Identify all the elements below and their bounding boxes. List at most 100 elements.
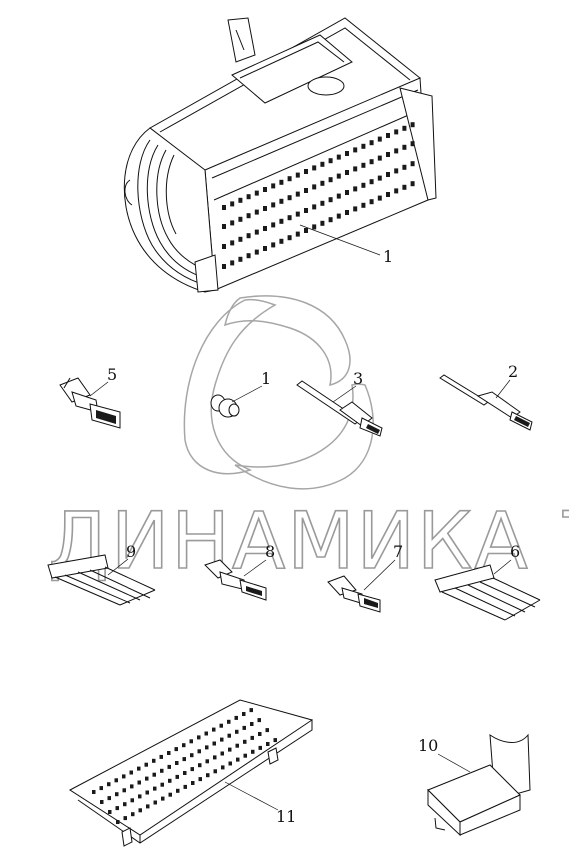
contact-cavity (263, 246, 267, 251)
contact-cavity (336, 173, 341, 179)
contact-cavity (410, 181, 415, 187)
contact-cavity (320, 161, 325, 167)
plate-hole (167, 751, 171, 755)
plate-hole (197, 749, 201, 754)
plate-hole (108, 810, 112, 814)
contact-cavity (271, 183, 276, 189)
plate-hole (116, 820, 120, 824)
plate-hole (99, 786, 103, 791)
contact-cavity (230, 260, 235, 266)
plate-hole (123, 816, 127, 821)
plate-hole (167, 764, 171, 769)
contact-cavity (222, 224, 226, 229)
plate-hole (138, 794, 142, 799)
contact-cavity (279, 238, 284, 244)
callout-5: 5 (107, 365, 117, 384)
contact-cavity (287, 215, 292, 221)
contact-cavity (402, 184, 407, 190)
plate-hole (176, 788, 180, 793)
callout-2: 2 (508, 362, 518, 381)
contact-cavity (320, 180, 325, 186)
part-11-carrier-plate (69, 699, 314, 847)
contact-cavity (304, 208, 308, 213)
plate-hole (258, 732, 262, 736)
part-2-pin (439, 374, 533, 431)
plate-hole (146, 804, 150, 809)
contact-cavity (328, 197, 333, 203)
plate-hole (137, 766, 141, 771)
contact-cavity (402, 125, 407, 131)
plate-hole (145, 776, 149, 781)
plate-hole (206, 773, 210, 778)
contact-cavity (361, 143, 366, 149)
plate-hole (212, 727, 216, 732)
contact-cavity (402, 164, 407, 170)
contact-cavity (328, 177, 333, 183)
plate-hole (205, 759, 209, 764)
plate-hole (198, 763, 202, 768)
contact-cavity (410, 122, 415, 128)
plate-hole (204, 731, 208, 736)
contact-cavity (394, 129, 399, 135)
plate-hole (114, 778, 118, 783)
plate-hole (160, 768, 164, 773)
contact-cavity (369, 199, 374, 205)
contact-cavity (394, 148, 399, 154)
contact-cavity (295, 231, 300, 237)
plate-hole (220, 737, 224, 742)
plate-hole (213, 769, 217, 774)
plate-hole (228, 747, 232, 752)
plate-hole (190, 767, 194, 772)
contact-cavity (410, 141, 415, 147)
part-10-latch (427, 733, 531, 837)
callout-9: 9 (126, 542, 136, 561)
contact-cavity (254, 249, 259, 255)
contact-cavity (361, 202, 366, 208)
plate-hole (190, 753, 194, 758)
contact-cavity (369, 159, 374, 165)
contact-cavity (271, 202, 276, 208)
leader-6 (493, 559, 512, 575)
plate-hole (153, 800, 157, 805)
callout-6: 6 (510, 542, 520, 561)
plate-hole (183, 771, 187, 775)
plate-hole (227, 733, 231, 738)
plate-hole (227, 719, 231, 724)
callout-8: 8 (265, 542, 275, 561)
plate-hole (144, 762, 148, 767)
leader-1-mid (231, 385, 263, 403)
contact-cavity (263, 187, 267, 192)
contact-cavity (295, 211, 300, 217)
plate-hole (168, 792, 172, 797)
plate-hole (182, 743, 186, 748)
contact-cavity (304, 228, 308, 233)
contact-cavity (312, 165, 317, 171)
plate-hole (152, 758, 156, 763)
contact-cavity (304, 188, 308, 193)
contact-cavity (394, 188, 399, 194)
plate-hole (221, 765, 225, 770)
plate-hole (138, 808, 142, 813)
contact-cavity (345, 151, 349, 156)
contact-cavity (402, 144, 407, 150)
callout-10: 10 (418, 736, 438, 755)
plate-hole (183, 784, 187, 789)
part-5-terminal (59, 377, 121, 429)
plate-hole (161, 796, 165, 801)
plate-hole (168, 778, 172, 783)
plate-hole (242, 712, 246, 716)
contact-cavity (328, 217, 333, 223)
plate-hole (213, 755, 217, 760)
contact-cavity (246, 253, 251, 259)
plate-hole (198, 777, 202, 782)
contact-cavity (345, 190, 349, 195)
plate-hole (115, 792, 119, 797)
contact-cavity (230, 220, 235, 226)
leader-5 (89, 381, 109, 397)
plate-hole (100, 800, 104, 804)
plate-hole (265, 728, 269, 733)
plate-hole (205, 745, 209, 750)
contact-cavity (246, 194, 251, 200)
callout-1-top: 1 (383, 247, 393, 266)
callout-7: 7 (393, 542, 403, 561)
